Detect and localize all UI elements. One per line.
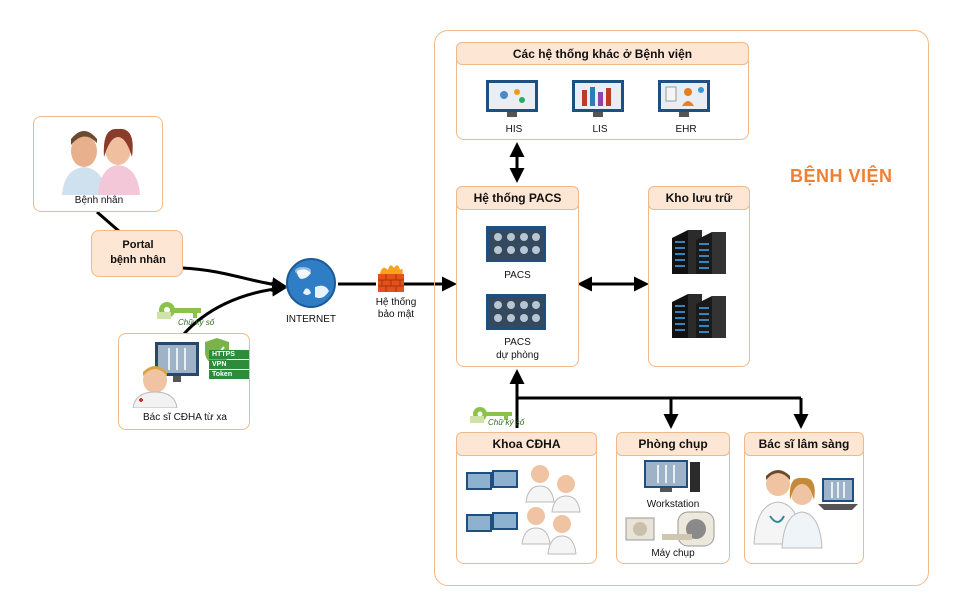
firewall-icon (378, 265, 404, 292)
workstation-label: Workstation (646, 499, 700, 510)
patients-label: Bệnh nhân (74, 195, 124, 206)
machine-label: Máy chụp (651, 548, 695, 559)
imaging-room-title: Phòng chụp (616, 432, 730, 456)
imaging-machine-icon (625, 511, 715, 547)
storage-title: Kho lưu trữ (648, 186, 750, 210)
clinician-title: Bác sĩ lâm sàng (744, 432, 864, 456)
his-monitor-icon (486, 80, 538, 117)
signature-key-icon (157, 302, 201, 319)
his-label: HIS (505, 124, 523, 135)
hospital-boundary (434, 30, 929, 586)
pacs-primary-monitor-icon (486, 226, 546, 262)
protocol-vpn: VPN (209, 360, 249, 369)
internet-label: INTERNET (286, 314, 336, 325)
signature-label-remote: Chữ ký số (178, 318, 215, 327)
remote-doctor-label: Bác sĩ CĐHA từ xa (143, 412, 227, 423)
pacs-system-node (456, 186, 579, 367)
remote-doctor-node: HTTPS VPN Token Bác sĩ CĐHA từ xa (118, 333, 250, 430)
patients-node: Bệnh nhân (33, 116, 163, 212)
radiology-team-icon (466, 465, 581, 555)
protocol-https: HTTPS (209, 350, 249, 359)
portal-label-line2: bệnh nhân (110, 254, 166, 266)
protocol-token: Token (209, 370, 249, 379)
pacs-backup-label-line2: dự phòng (496, 350, 539, 361)
signature-key-icon-radiology (470, 407, 512, 423)
workstation-icon (644, 460, 700, 492)
pacs-primary-label: PACS (504, 270, 531, 281)
lis-monitor-icon (572, 80, 624, 117)
patient-portal-link (96, 210, 121, 234)
clinician-icon (753, 470, 858, 549)
ehr-label: EHR (675, 124, 697, 135)
protocol-list: HTTPS VPN Token (209, 350, 249, 379)
lis-label: LIS (592, 124, 608, 135)
server-rack-icon-1 (672, 230, 726, 274)
portal-internet-link (181, 266, 287, 293)
doctor-internet-link (181, 281, 287, 336)
other-systems-title: Các hệ thống khác ở Bệnh viện (456, 42, 749, 65)
pacs-backup-monitor-icon (486, 294, 546, 330)
globe-icon (286, 258, 336, 308)
hospital-label: BỆNH VIỆN (790, 166, 893, 186)
portal-label-line1: Portal (122, 239, 154, 251)
remote-doctor-icon (132, 338, 229, 408)
pacs-backup-label-line1: PACS (504, 337, 531, 348)
radiology-dept-title: Khoa CĐHA (456, 432, 597, 456)
server-rack-icon-2 (672, 294, 726, 338)
firewall-label-line2: bảo mật (377, 309, 415, 320)
firewall-label-line1: Hệ thống (375, 297, 417, 308)
patient-portal-node: Portal bệnh nhân (91, 230, 183, 277)
ehr-monitor-icon (658, 80, 710, 117)
pacs-system-title: Hệ thống PACS (456, 186, 579, 210)
signature-label-radiology: Chữ ký số (488, 418, 525, 427)
patients-icon (62, 128, 140, 195)
